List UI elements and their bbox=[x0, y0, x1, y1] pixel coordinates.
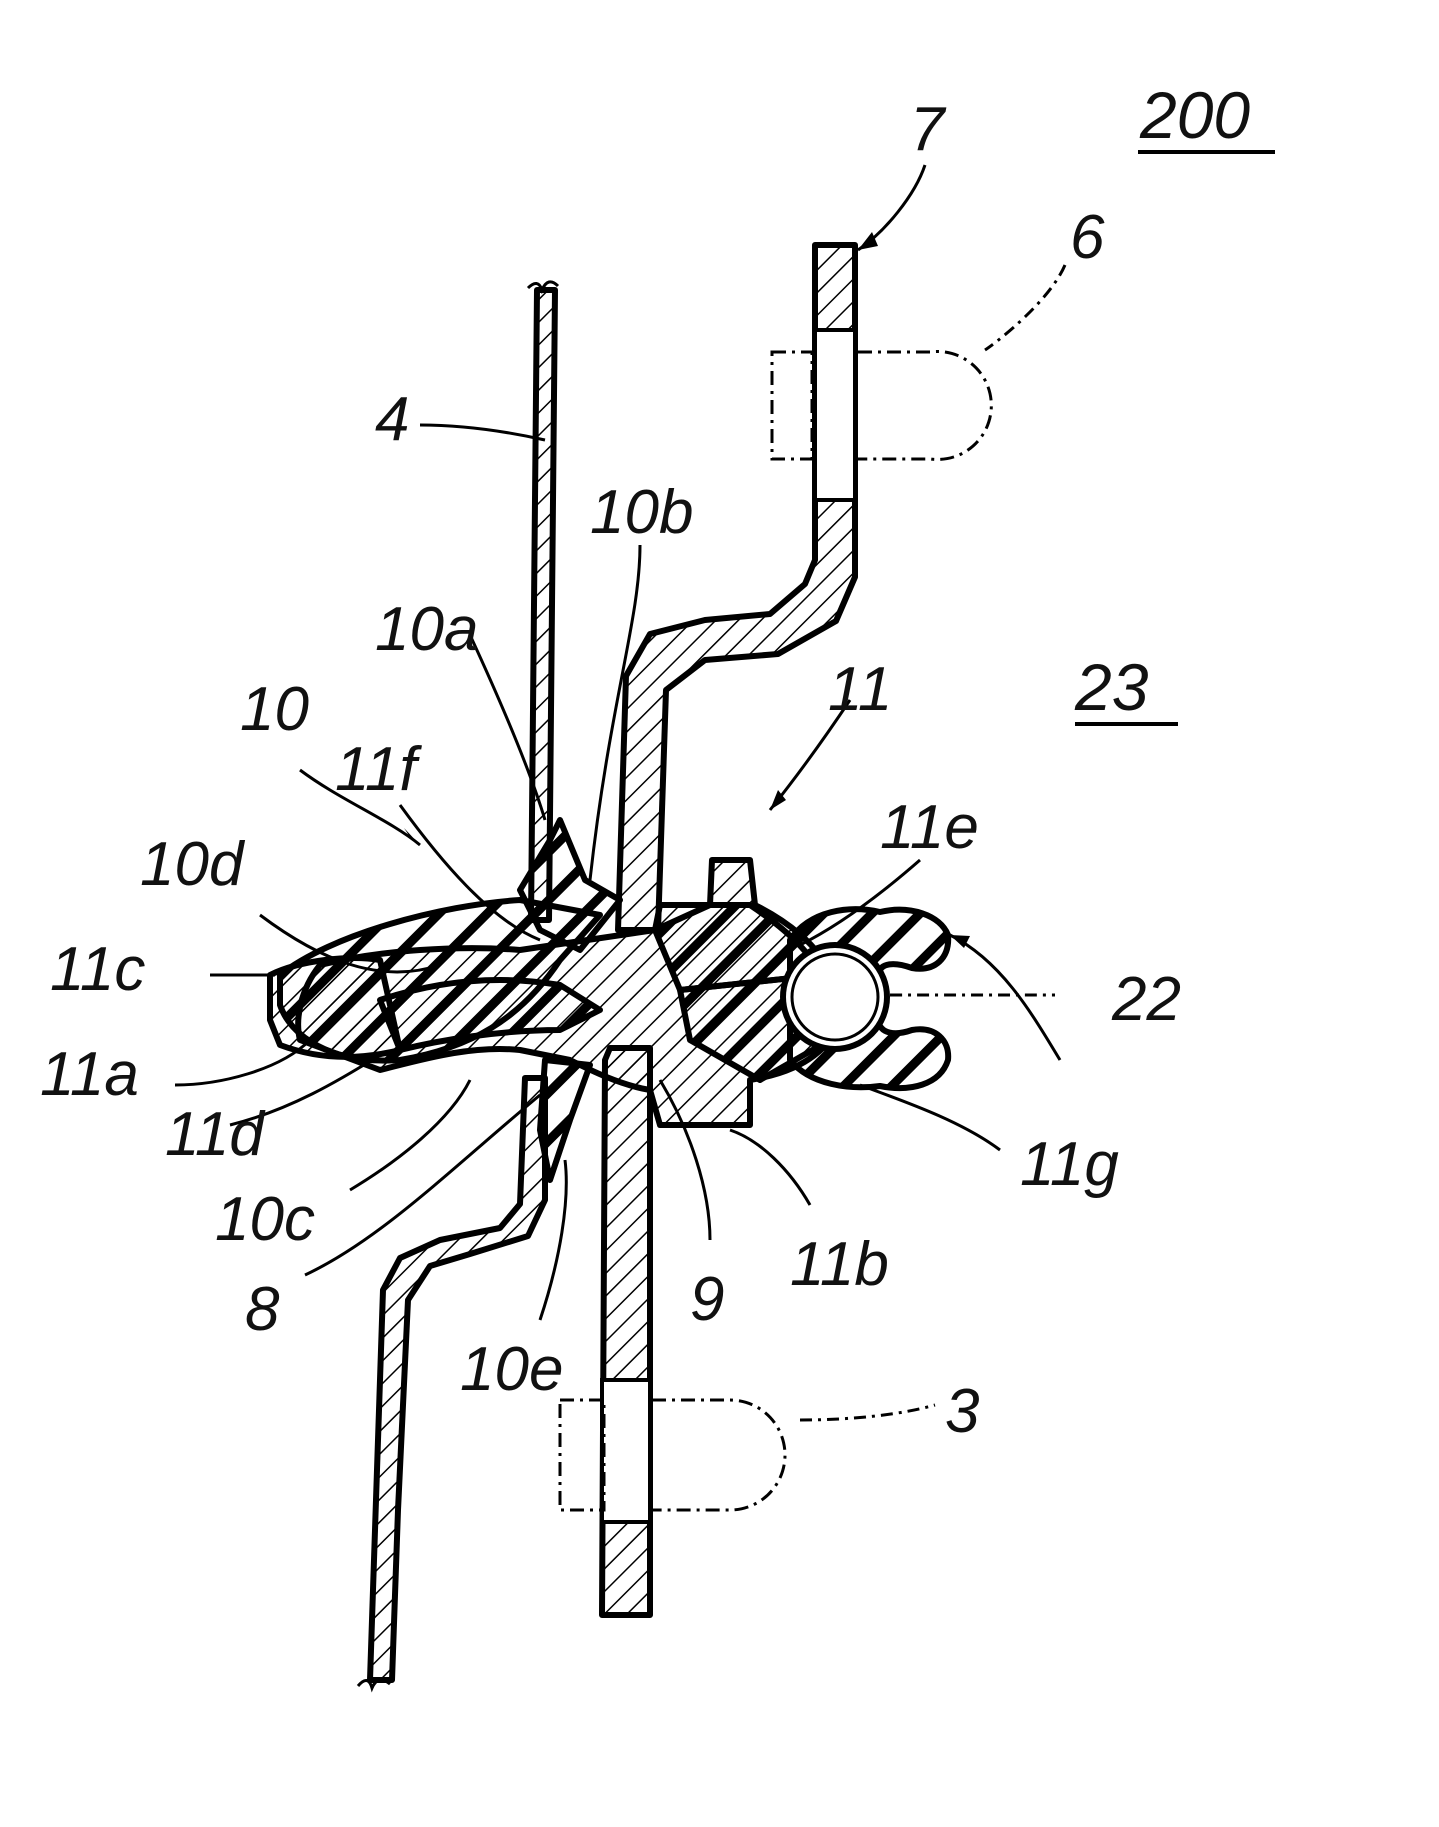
label-10: 10 bbox=[240, 675, 309, 744]
bracket-9 bbox=[602, 1048, 650, 1615]
label-10c: 10c bbox=[215, 1185, 315, 1254]
component-3-phantom bbox=[560, 1400, 785, 1510]
label-3: 3 bbox=[945, 1377, 979, 1446]
label-11a: 11a bbox=[40, 1040, 139, 1109]
label-11f: 11f bbox=[335, 735, 422, 804]
assembly-number-label: 200 bbox=[1139, 78, 1250, 152]
label-6: 6 bbox=[1070, 203, 1105, 272]
label-10a: 10a bbox=[375, 595, 478, 664]
label-4: 4 bbox=[375, 385, 409, 454]
label-7: 7 bbox=[910, 95, 947, 164]
component-6-phantom bbox=[772, 330, 991, 500]
label-10b: 10b bbox=[590, 478, 693, 547]
label-9: 9 bbox=[690, 1265, 724, 1334]
pipe-22 bbox=[783, 945, 887, 1049]
label-8: 8 bbox=[245, 1275, 280, 1344]
label-11e: 11e bbox=[880, 793, 979, 862]
panel-4-upper-plate bbox=[528, 282, 558, 920]
label-23: 23 bbox=[1074, 650, 1149, 724]
label-11d: 11d bbox=[165, 1100, 266, 1169]
label-11c: 11c bbox=[50, 935, 145, 1004]
label-22: 22 bbox=[1111, 965, 1181, 1034]
label-11: 11 bbox=[828, 655, 892, 724]
label-11b: 11b bbox=[790, 1230, 889, 1299]
label-10e: 10e bbox=[460, 1335, 563, 1404]
label-10d: 10d bbox=[140, 830, 246, 899]
label-11g: 11g bbox=[1020, 1130, 1119, 1199]
clip-23 bbox=[783, 909, 948, 1088]
